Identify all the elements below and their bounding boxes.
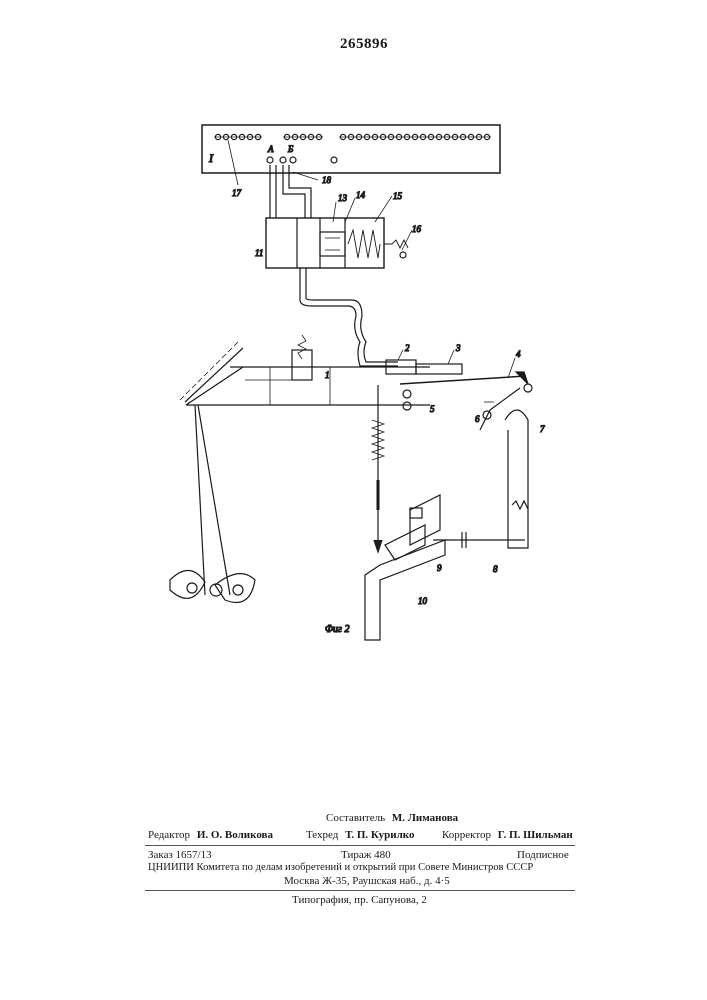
compiler-label: Составитель bbox=[326, 812, 385, 824]
address: Москва Ж-35, Раушская наб., д. 4·5 bbox=[284, 875, 450, 887]
editor-label: Редактор bbox=[148, 829, 190, 841]
techred-name: Т. П. Курилко bbox=[345, 829, 414, 841]
editor-name: И. О. Воликова bbox=[197, 829, 273, 841]
typography: Типография, пр. Сапунова, 2 bbox=[292, 894, 427, 906]
techred-label: Техред bbox=[306, 829, 338, 841]
compiler-name: М. Лиманова bbox=[392, 812, 458, 824]
divider-bottom bbox=[145, 890, 575, 891]
corrector-label: Корректор bbox=[442, 829, 491, 841]
order-number: Заказ 1657/13 bbox=[148, 849, 212, 861]
subscription: Подписное bbox=[517, 849, 569, 861]
divider-top bbox=[145, 845, 575, 846]
corrector-name: Г. П. Шильман bbox=[498, 829, 573, 841]
institute: ЦНИИПИ Комитета по делам изобретений и о… bbox=[148, 862, 533, 873]
print-run: Тираж 480 bbox=[341, 849, 391, 861]
